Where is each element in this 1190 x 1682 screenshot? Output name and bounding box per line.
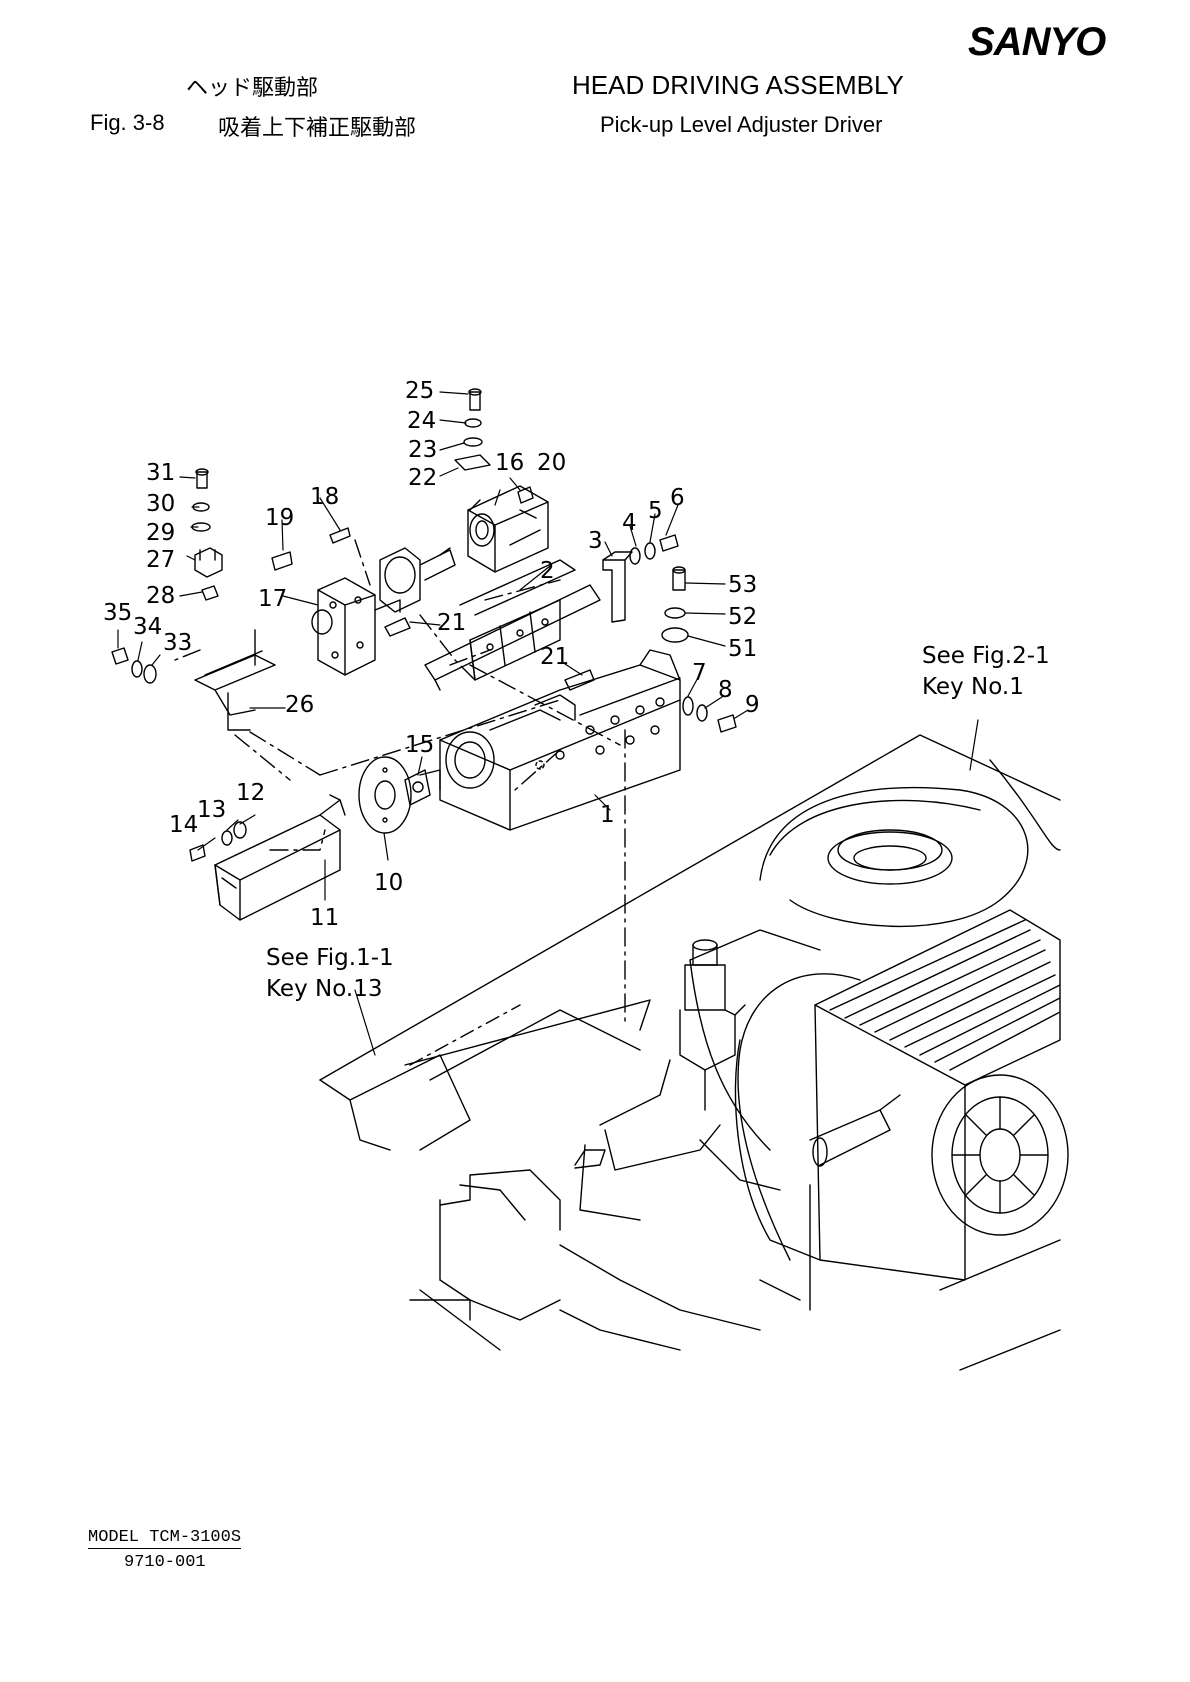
callout-label: 31	[146, 460, 175, 486]
cross-reference-key: Key No.1	[922, 674, 1024, 700]
callout-label: 21	[437, 610, 466, 636]
callout-label: 28	[146, 583, 175, 609]
nut-bracket-part-16	[468, 486, 548, 572]
ball-screw-nut	[380, 548, 455, 612]
assembly-alignment-lines	[175, 500, 625, 1025]
cross-reference-figure: See Fig.1-1	[266, 945, 394, 971]
callout-label: 29	[146, 520, 175, 546]
callout-label: 24	[407, 408, 436, 434]
callout-label: 3	[588, 528, 603, 554]
callout-label: 35	[103, 600, 132, 626]
callout-label: 16	[495, 450, 524, 476]
callout-label: 23	[408, 437, 437, 463]
callout-label: 12	[236, 780, 265, 806]
callout-label: 34	[133, 614, 162, 640]
callout-label: 26	[285, 692, 314, 718]
cooling-fin-motor	[810, 910, 1068, 1310]
callout-label: 25	[405, 378, 434, 404]
callout-label: 1	[600, 802, 615, 828]
sensor-part-27	[195, 548, 222, 577]
callout-label: 8	[718, 677, 733, 703]
main-block-part	[440, 650, 680, 830]
cross-reference-figure: See Fig.2-1	[922, 643, 1050, 669]
callout-label: 51	[728, 636, 757, 662]
callout-label: 22	[408, 465, 437, 491]
document-code: 9710-001	[124, 1553, 206, 1572]
callout-label: 9	[745, 692, 760, 718]
callout-label: 27	[146, 547, 175, 573]
callout-label: 5	[648, 498, 663, 524]
callout-label: 4	[622, 510, 637, 536]
callout-label: 18	[310, 484, 339, 510]
model-number: MODEL TCM-3100S	[88, 1528, 241, 1549]
bracket-part-3	[603, 552, 632, 622]
sensor-bracket-part-26	[195, 630, 275, 730]
callout-leader-lines	[118, 392, 978, 1055]
machine-base-outline	[320, 735, 1060, 1370]
callout-label: 11	[310, 905, 339, 931]
callout-label: 15	[405, 732, 434, 758]
callout-label: 17	[258, 586, 287, 612]
callout-label: 20	[537, 450, 566, 476]
callout-label: 30	[146, 491, 175, 517]
callout-label: 2	[540, 558, 555, 584]
callout-label: 53	[728, 572, 757, 598]
callout-label: 52	[728, 604, 757, 630]
cross-reference-key: Key No.13	[266, 976, 382, 1002]
callout-label: 19	[265, 505, 294, 531]
callout-label: 14	[169, 812, 198, 838]
callout-label: 33	[163, 630, 192, 656]
callout-label: 7	[692, 660, 707, 686]
callout-label: 21	[540, 644, 569, 670]
callout-label: 6	[670, 485, 685, 511]
callout-label: 10	[374, 870, 403, 896]
callout-label: 13	[197, 797, 226, 823]
